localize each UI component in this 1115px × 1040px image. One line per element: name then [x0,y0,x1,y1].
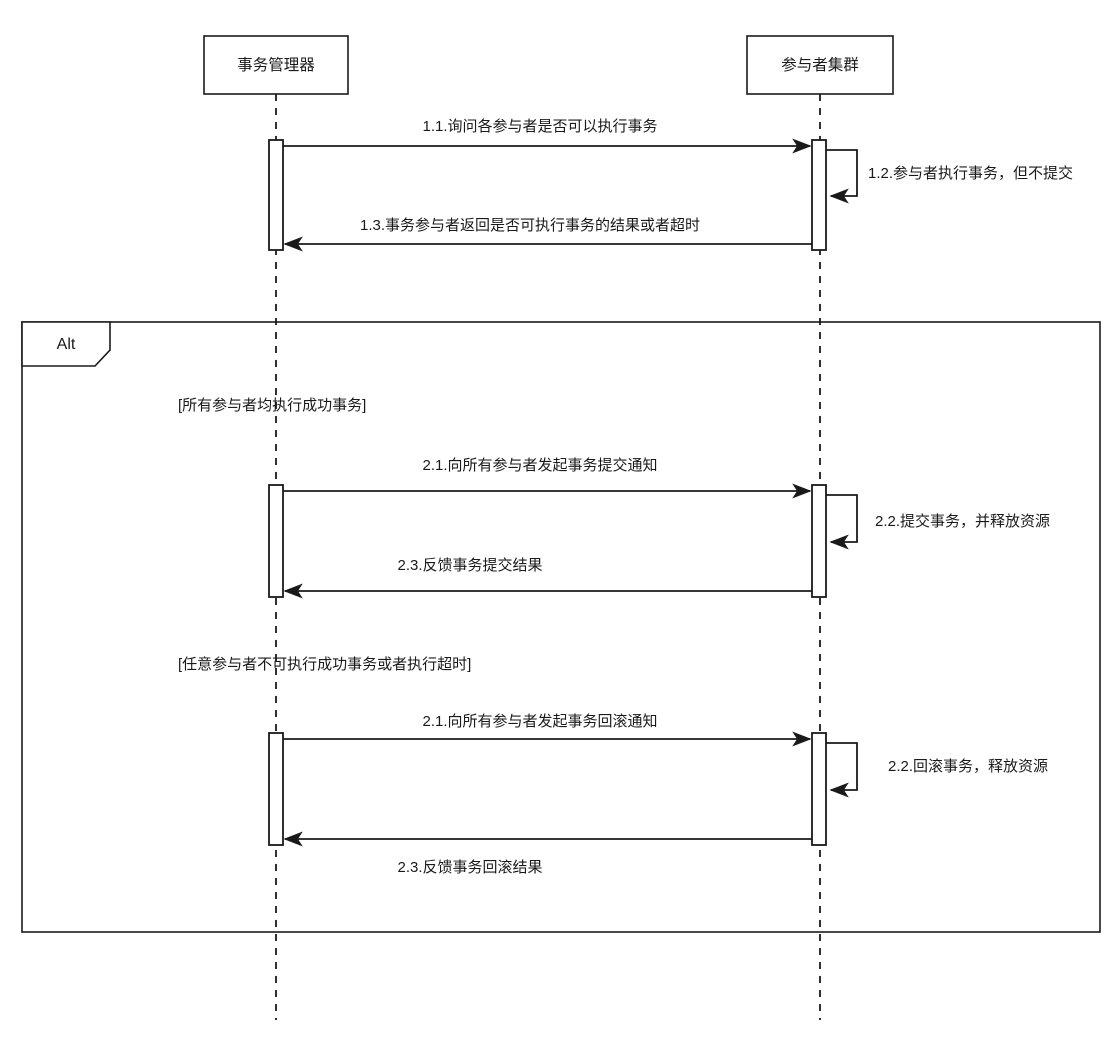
phase-2-rollback-activations [268,732,827,846]
message-2-2-rollback-self[interactable]: 2.2.回滚事务，释放资源 [826,742,1048,798]
participant-box-transaction-manager[interactable] [203,35,349,95]
alt-frame-tab [21,321,111,367]
participant-label-participant-cluster: 参与者集群 [781,56,859,74]
guard-label-1: [所有参与者均执行成功事务] [178,397,366,414]
message-label-2-1-commit: 2.1.向所有参与者发起事务提交通知 [422,456,657,474]
message-label-1-3: 1.3.事务参与者返回是否可执行事务的结果或者超时 [360,217,700,234]
message-arrow-1-2[interactable] [826,149,858,204]
message-1-3[interactable]: 1.3.事务参与者返回是否可执行事务的结果或者超时 [283,217,812,252]
message-1-1[interactable]: 1.1.询问各参与者是否可以执行事务 [283,118,812,154]
message-2-1-rollback[interactable]: 2.1.向所有参与者发起事务回滚通知 [283,713,812,747]
participant-label-transaction-manager: 事务管理器 [237,56,315,74]
participant-box-participant-cluster[interactable] [746,35,894,95]
message-label-1-2: 1.2.参与者执行事务，但不提交 [868,164,1073,182]
alt-fragment: Alt [21,321,1101,933]
message-arrow-2-2-commit[interactable] [826,494,858,550]
activation-bar-tm-1 [268,139,284,251]
activation-bar-tm-3 [268,732,284,846]
phase-1-activations [268,139,827,251]
activation-bar-tm-2 [268,484,284,598]
message-2-3-commit[interactable]: 2.3.反馈事务提交结果 [283,556,812,599]
message-label-2-3-commit: 2.3.反馈事务提交结果 [397,556,542,574]
message-2-3-rollback[interactable]: 2.3.反馈事务回滚结果 [283,831,812,876]
message-label-2-3-rollback: 2.3.反馈事务回滚结果 [397,859,542,876]
activation-bar-pc-1 [811,139,827,251]
message-label-2-2-rollback: 2.2.回滚事务，释放资源 [888,758,1048,775]
guard-label-2: [任意参与者不可执行成功事务或者执行超时] [178,655,471,673]
participant-participant-cluster[interactable]: 参与者集群 [746,35,894,1020]
message-2-2-commit-self[interactable]: 2.2.提交事务，并释放资源 [826,494,1050,550]
message-arrow-2-2-rollback[interactable] [826,742,858,798]
message-2-1-commit[interactable]: 2.1.向所有参与者发起事务提交通知 [283,456,812,499]
alt-frame-label: Alt [57,336,76,353]
message-label-1-1: 1.1.询问各参与者是否可以执行事务 [422,118,657,135]
message-label-2-1-rollback: 2.1.向所有参与者发起事务回滚通知 [422,713,657,730]
activation-bar-pc-2 [811,484,827,598]
phase-2-commit-activations [268,484,827,598]
activation-bar-pc-3 [811,732,827,846]
message-1-2-self[interactable]: 1.2.参与者执行事务，但不提交 [826,149,1073,204]
alt-frame-border [21,321,1101,933]
message-label-2-2-commit: 2.2.提交事务，并释放资源 [875,512,1050,530]
